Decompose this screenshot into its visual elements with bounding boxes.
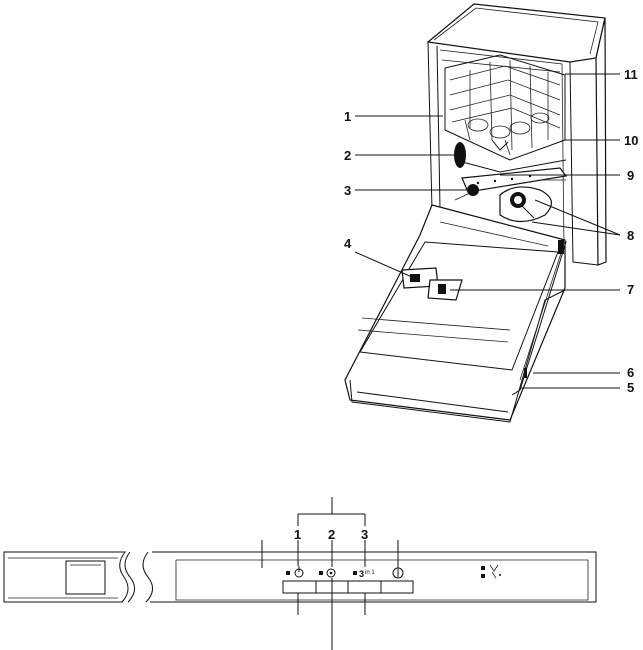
filter-cup xyxy=(500,187,551,222)
side-panel xyxy=(596,18,606,265)
callout-6: 6 xyxy=(627,365,634,380)
start-button-icon xyxy=(393,568,403,578)
open-door xyxy=(345,205,566,422)
panel-callouts: 1 2 3 xyxy=(294,527,368,542)
callout-9: 9 xyxy=(627,168,634,183)
power-button-icon xyxy=(295,566,303,577)
callout-3: 3 xyxy=(344,183,351,198)
control-panel: 3 in 1 xyxy=(4,552,596,602)
callout-1: 1 xyxy=(344,109,351,124)
three-in-one-led xyxy=(353,571,357,575)
panel-callout-1: 1 xyxy=(294,527,301,542)
vent-grill xyxy=(454,142,466,168)
callout-2: 2 xyxy=(344,148,351,163)
panel-callout-2: 2 xyxy=(328,527,335,542)
salt-indicator-icon xyxy=(490,565,501,578)
callout-11: 11 xyxy=(624,67,638,82)
salt-led xyxy=(481,566,485,570)
callout-7: 7 xyxy=(627,282,634,297)
callout-4: 4 xyxy=(344,236,352,251)
rinse-aid-led xyxy=(481,574,485,578)
callout-10: 10 xyxy=(624,133,638,148)
callout-5: 5 xyxy=(627,380,634,395)
salt-container xyxy=(467,184,479,196)
wash-program-icon xyxy=(327,569,335,577)
three-in-one-label: in 1 xyxy=(365,570,375,576)
power-led xyxy=(286,571,290,575)
callout-8: 8 xyxy=(627,228,634,243)
three-in-one-symbol: 3 xyxy=(359,569,364,579)
door-handle-recess xyxy=(66,561,105,594)
program-led xyxy=(319,571,323,575)
panel-callout-3: 3 xyxy=(361,527,368,542)
